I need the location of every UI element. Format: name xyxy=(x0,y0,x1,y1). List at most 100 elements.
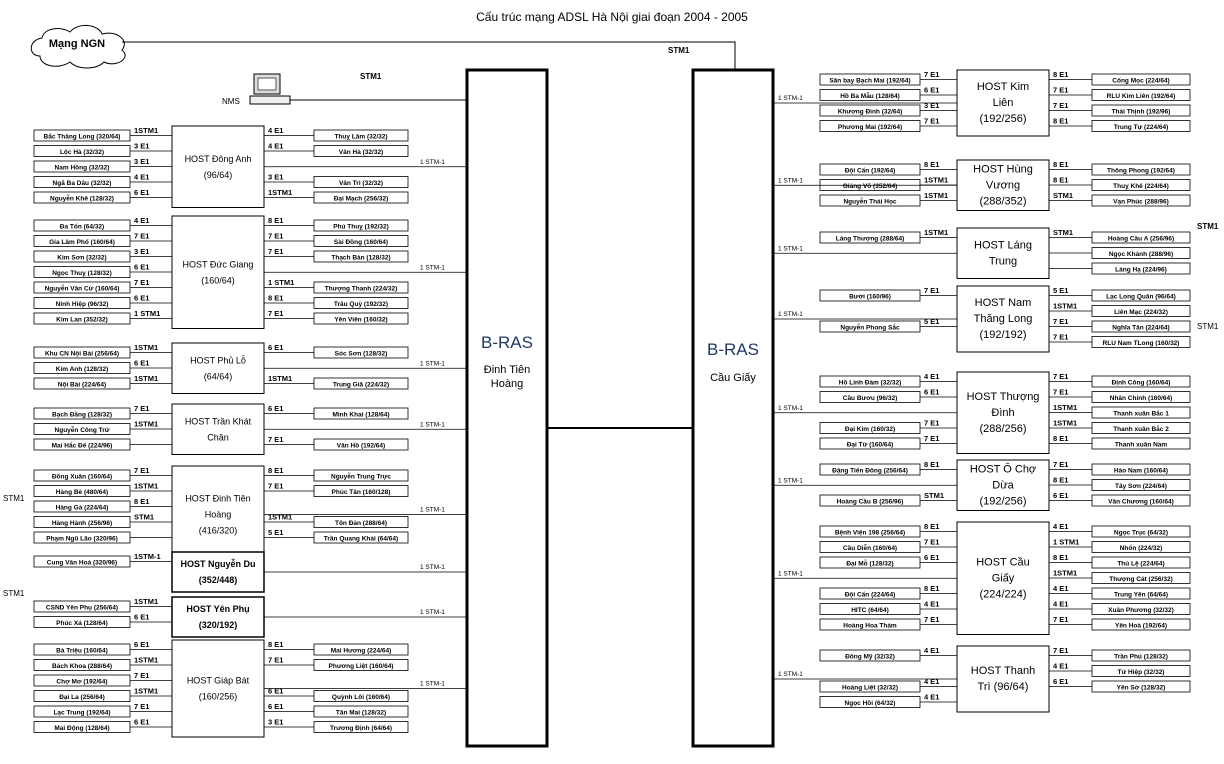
host-label: HOST Cầu xyxy=(976,556,1030,568)
site-label: Đại Kim (160/32) xyxy=(845,426,895,433)
link-label: 7 E1 xyxy=(134,404,149,413)
link-label: 6 E1 xyxy=(924,86,939,95)
site-label: Thủ Lệ (224/64) xyxy=(1117,561,1164,568)
link-label: 6 E1 xyxy=(134,718,149,727)
link-label: 6 E1 xyxy=(134,263,149,272)
link-label: 8 E1 xyxy=(1053,117,1068,126)
site-label: Lạc Trung (192/64) xyxy=(53,710,110,717)
link-label: 8 E1 xyxy=(1053,476,1068,485)
link-label: 4 E1 xyxy=(1053,584,1068,593)
uplink-label: 1 STM-1 xyxy=(778,477,803,484)
host-label: HOST Đinh Tiên xyxy=(185,494,250,504)
ngn-label: Mạng NGN xyxy=(48,38,106,50)
site-label: Nguyễn Công Trứ xyxy=(55,425,110,434)
link-label: 7 E1 xyxy=(1053,317,1068,326)
link-label: 7 E1 xyxy=(268,656,283,665)
site-label: Cầu Bươu (96/32) xyxy=(843,393,897,402)
site-label: RLU Kim Liên (192/64) xyxy=(1107,93,1176,100)
site-label: Lộc Hà (32/32) xyxy=(60,149,104,156)
site-label: Giảng Võ (352/64) xyxy=(843,183,898,190)
site-label: Liên Mạc (224/32) xyxy=(1114,309,1168,316)
host-label: (192/256) xyxy=(979,495,1026,507)
link-label: 5 E1 xyxy=(268,528,283,537)
uplink-label: 1 STM-1 xyxy=(778,95,803,102)
link-label: 1 STM1 xyxy=(1053,538,1079,547)
link-label: 7 E1 xyxy=(268,247,283,256)
link-label: 4 E1 xyxy=(1053,662,1068,671)
site-label: CSND Yên Phụ (256/64) xyxy=(46,605,118,612)
uplink-label: 1 STM-1 xyxy=(778,177,803,184)
stm1-left-margin-1: STM1 xyxy=(3,494,25,503)
site-label: Mai Hương (224/64) xyxy=(331,648,392,655)
host-label: (96/64) xyxy=(204,170,233,180)
site-label: Phương Mai (192/64) xyxy=(838,124,902,131)
link-label: STM1 xyxy=(134,513,154,522)
site-label: Cầu Diễn (160/64) xyxy=(843,543,897,552)
site-label: Đại Từ (160/64) xyxy=(847,442,894,449)
uplink-label: 1 STM-1 xyxy=(420,421,445,428)
link-label: 4 E1 xyxy=(134,173,149,182)
link-label: 6 E1 xyxy=(268,343,283,352)
site-label: Nghĩa Tân (224/64) xyxy=(1112,325,1169,332)
site-label: Phạm Ngũ Lão (320/96) xyxy=(46,536,118,543)
site-label: Trâu Quỳ (192/32) xyxy=(334,301,388,308)
site-label: Lạc Long Quân (96/64) xyxy=(1106,294,1176,301)
link-label: 1STM1 xyxy=(134,482,158,491)
site-label: Cung Văn Hoá (320/96) xyxy=(47,560,117,567)
site-label: Ngọc Trục (64/32) xyxy=(1114,530,1168,537)
site-label: Nguyễn Khê (128/32) xyxy=(50,194,114,203)
link-label: 1STM1 xyxy=(924,228,948,237)
link-label: 7 E1 xyxy=(268,482,283,491)
site-label: Chợ Mơ (192/64) xyxy=(56,679,107,686)
host-box xyxy=(171,125,265,208)
host-box xyxy=(171,551,265,593)
site-label: Trần Quang Khải (64/64) xyxy=(324,534,398,543)
site-label: Đông Mỹ (32/32) xyxy=(845,654,895,661)
site-label: Phương Liệt (160/64) xyxy=(329,663,394,670)
site-label: Thông Phong (192/64) xyxy=(1107,168,1175,175)
host-label: Liên xyxy=(993,97,1014,109)
site-label: Bách Khoa (288/64) xyxy=(52,663,112,670)
link-label: 7 E1 xyxy=(1053,101,1068,110)
host-label: HOST Đông Anh xyxy=(185,154,252,164)
stm1-right-margin-2: STM1 xyxy=(1197,322,1219,331)
site-label: Yên Sở (128/32) xyxy=(1117,685,1166,692)
host-label: HOST Thượng xyxy=(967,391,1040,403)
host-box xyxy=(171,596,265,638)
link-label: 1STM1 xyxy=(134,126,158,135)
site-label: Bệnh Viện 198 (256/64) xyxy=(835,530,905,537)
site-label: Hào Nam (160/64) xyxy=(1114,468,1168,475)
site-label: Gia Lâm Phố (160/64) xyxy=(49,238,115,246)
host-label: HOST Trần Khát xyxy=(185,416,252,426)
site-label: Tứ Hiệp (32/32) xyxy=(1118,669,1165,676)
link-label: 8 E1 xyxy=(924,584,939,593)
uplink-label: 1 STM-1 xyxy=(778,311,803,318)
host-box xyxy=(171,342,265,394)
site-label: Yên Viên (160/32) xyxy=(334,317,387,324)
link-label: 1STM1 xyxy=(924,176,948,185)
nms-computer-icon xyxy=(249,73,467,105)
link-label: 7 E1 xyxy=(134,702,149,711)
host-label: Hoàng xyxy=(205,510,232,520)
uplink-label: 1 STM-1 xyxy=(778,570,803,577)
site-label: Bạch Đằng (128/32) xyxy=(52,410,112,419)
site-label: Thượng Thanh (224/32) xyxy=(325,286,398,293)
link-label: 4 E1 xyxy=(924,677,939,686)
link-label: 1STM1 xyxy=(268,188,292,197)
link-label: 1 STM1 xyxy=(134,309,160,318)
site-label: Hồ Linh Đàm (32/32) xyxy=(839,378,901,387)
site-label: Trung Yên (64/64) xyxy=(1114,592,1168,599)
site-label: Tôn Đản (288/64) xyxy=(335,520,387,527)
uplink-label: 1 STM-1 xyxy=(420,564,445,571)
link-label: 4 E1 xyxy=(924,372,939,381)
link-label: 3 E1 xyxy=(134,142,149,151)
uplink-label: 1 STM-1 xyxy=(420,609,445,616)
site-label: Vân Hồ (192/64) xyxy=(337,441,385,450)
site-label: Cống Mọc (224/64) xyxy=(1112,77,1169,85)
site-label: Hoàng Cầu A (256/96) xyxy=(1108,234,1174,243)
link-label: 1STM1 xyxy=(134,343,158,352)
host-label: (416/320) xyxy=(199,526,238,536)
host-label: HOST Nam xyxy=(975,297,1032,309)
link-label: 6 E1 xyxy=(924,388,939,397)
